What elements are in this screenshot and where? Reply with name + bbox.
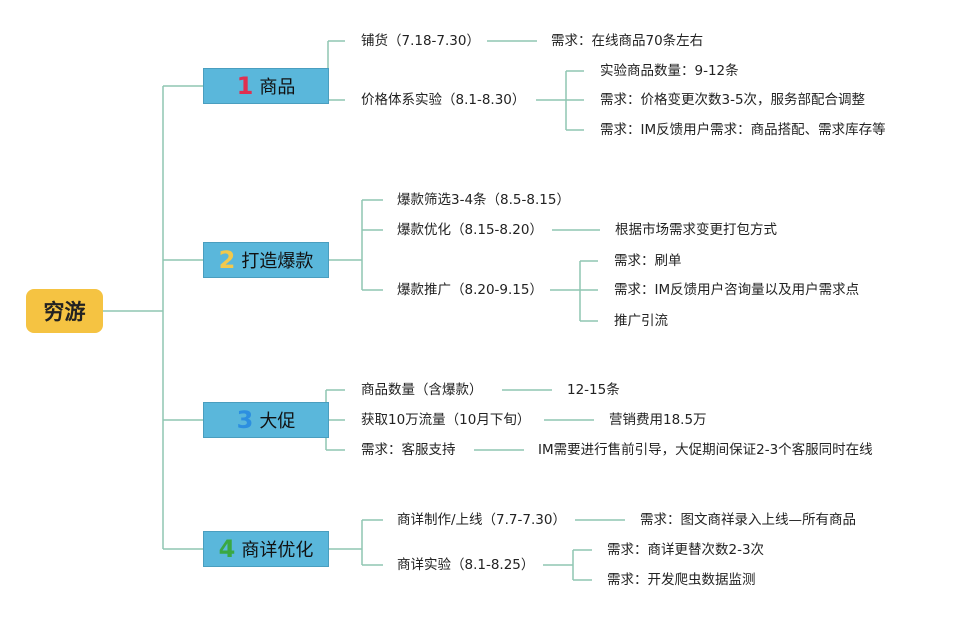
connector <box>543 549 592 581</box>
category-label: 商详优化 <box>241 540 314 561</box>
subtopic-node: 需求：IM反馈用户咨询量以及用户需求点 <box>614 282 860 298</box>
topic-node: 获取10万流量（10月下旬） <box>361 412 531 428</box>
subtopic-node: 12-15条 <box>567 382 620 398</box>
subtopic-node: 需求：商详更替次数2-3次 <box>607 542 765 558</box>
category-number: 1 <box>236 72 254 100</box>
topic-node: 商详制作/上线（7.7-7.30） <box>397 512 566 528</box>
subtopic-node: 需求：IM反馈用户需求：商品搭配、需求库存等 <box>600 122 886 138</box>
subtopic-node: 营销费用18.5万 <box>609 412 707 428</box>
connector <box>329 199 383 291</box>
subtopic-node: 根据市场需求变更打包方式 <box>615 222 777 238</box>
topic-node: 商品数量（含爆款） <box>361 382 483 398</box>
topic-node: 商详实验（8.1-8.25） <box>397 557 535 573</box>
category-number: 2 <box>218 246 236 274</box>
category-node-2: 2 打造爆款 <box>203 242 329 278</box>
topic-node: 需求：客服支持 <box>361 442 456 458</box>
subtopic-node: 实验商品数量：9-12条 <box>600 63 739 79</box>
subtopic-node: 需求：在线商品70条左右 <box>551 33 704 49</box>
category-label: 商品 <box>259 77 296 98</box>
root-node: 穷游 <box>26 289 103 333</box>
topic-node: 爆款优化（8.15-8.20） <box>397 222 543 238</box>
topic-node: 爆款推广（8.20-9.15） <box>397 282 543 298</box>
category-node-3: 3 大促 <box>203 402 329 438</box>
connector <box>329 519 383 566</box>
category-number: 4 <box>218 535 236 563</box>
category-number: 3 <box>236 406 254 434</box>
topic-node: 价格体系实验（8.1-8.30） <box>361 92 526 108</box>
connector <box>536 70 584 131</box>
subtopic-node: 需求：图文商祥录入上线—所有商品 <box>640 512 856 528</box>
connector <box>550 260 598 322</box>
connector <box>163 85 203 550</box>
subtopic-node: 推广引流 <box>614 313 668 329</box>
category-label: 大促 <box>259 411 296 432</box>
root-label: 穷游 <box>43 300 86 324</box>
category-node-4: 4 商详优化 <box>203 531 329 567</box>
subtopic-node: 需求：开发爬虫数据监测 <box>607 572 756 588</box>
connector <box>327 40 345 101</box>
category-label: 打造爆款 <box>241 251 314 272</box>
subtopic-node: 需求：刷单 <box>614 253 682 269</box>
subtopic-node: IM需要进行售前引导，大促期间保证2-3个客服同时在线 <box>538 442 873 458</box>
subtopic-node: 需求：价格变更次数3-5次，服务部配合调整 <box>600 92 866 108</box>
category-node-1: 1 商品 <box>203 68 329 104</box>
connector <box>474 389 594 451</box>
topic-node: 铺货（7.18-7.30） <box>361 33 480 49</box>
topic-node: 爆款筛选3-4条（8.5-8.15） <box>397 192 570 208</box>
